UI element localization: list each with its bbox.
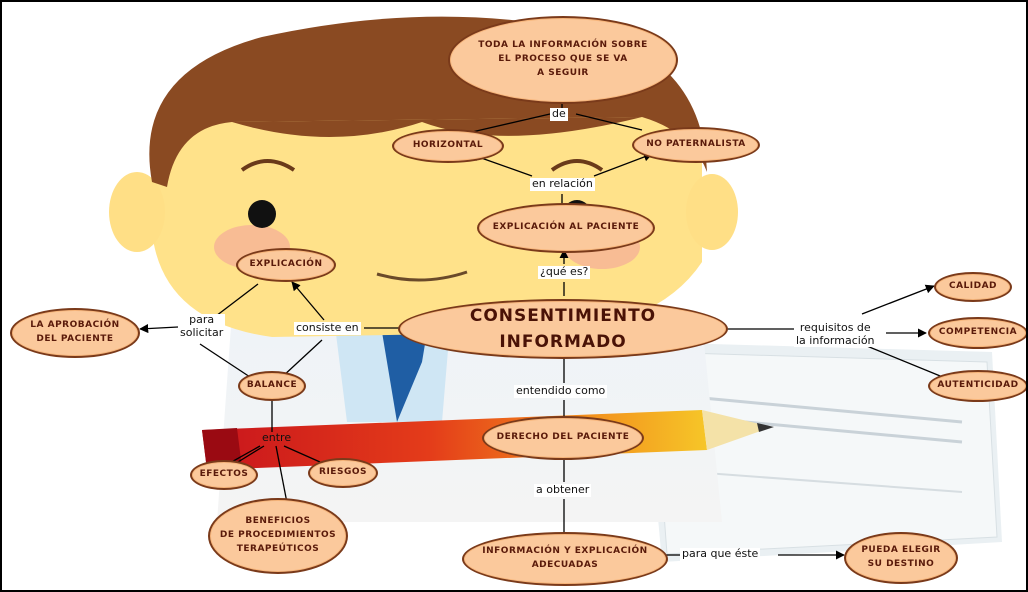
node-toda-informacion: TODA LA INFORMACIÓN SOBRE EL PROCESO QUE… (448, 16, 678, 104)
arrow-requisitos-to-calidad (862, 286, 934, 314)
node-la-aprobacion-del-paciente: LA APROBACIÓN DEL PACIENTE (10, 308, 140, 358)
line-explicacion-to-para-solicitar (216, 284, 258, 316)
line-horizontal-to-de (472, 114, 550, 132)
node-explicacion: EXPLICACIÓN (236, 248, 336, 282)
line-entre-to-efectos (238, 446, 264, 462)
line-no-paternalista-to-de (576, 114, 642, 130)
node-calidad: CALIDAD (934, 272, 1012, 302)
line-entre-to-riesgos (284, 446, 320, 462)
label-que-es: ¿qué es? (538, 266, 590, 279)
label-requisitos-de-la-informacion: requisitos de la información (794, 322, 877, 347)
node-consentimiento-informado: CONSENTIMIENTO INFORMADO (398, 299, 728, 359)
label-para-solicitar: para solicitar (178, 314, 225, 339)
node-pueda-elegir-su-destino: PUEDA ELEGIR SU DESTINO (844, 532, 958, 584)
line-consiste-en-to-balance (282, 340, 322, 377)
label-entre: entre (260, 432, 293, 445)
line-requisitos-to-autenticidad (862, 344, 950, 380)
label-consiste-en: consiste en (294, 322, 361, 335)
node-explicacion-al-paciente: EXPLICACIÓN AL PACIENTE (477, 203, 655, 253)
node-riesgos: RIESGOS (308, 458, 378, 488)
line-balance-to-para-solicitar (200, 344, 250, 377)
label-de: de (550, 108, 568, 121)
node-autenticidad: AUTENTICIDAD (928, 370, 1028, 402)
node-no-paternalista: NO PATERNALISTA (632, 127, 760, 163)
label-para-que-este: para que éste (680, 548, 760, 561)
label-entendido-como: entendido como (514, 385, 607, 398)
node-derecho-del-paciente: DERECHO DEL PACIENTE (482, 416, 644, 460)
label-a-obtener: a obtener (534, 484, 591, 497)
node-competencia: COMPETENCIA (928, 317, 1028, 349)
arrow-en-relacion-to-no-paternalista (594, 154, 652, 176)
label-en-relacion: en relación (530, 178, 595, 191)
node-balance: BALANCE (238, 371, 306, 401)
arrow-consiste-en-to-explicacion (292, 282, 324, 320)
node-informacion-y-explicacion: INFORMACIÓN Y EXPLICACIÓN ADECUADAS (462, 532, 668, 586)
node-horizontal: HORIZONTAL (392, 129, 504, 163)
node-beneficios-de-procedimientos: BENEFICIOS DE PROCEDIMIENTOS TERAPEÚTICO… (208, 498, 348, 574)
arrow-para-solicitar-to-aprobacion (140, 327, 178, 329)
node-efectos: EFECTOS (190, 460, 258, 490)
